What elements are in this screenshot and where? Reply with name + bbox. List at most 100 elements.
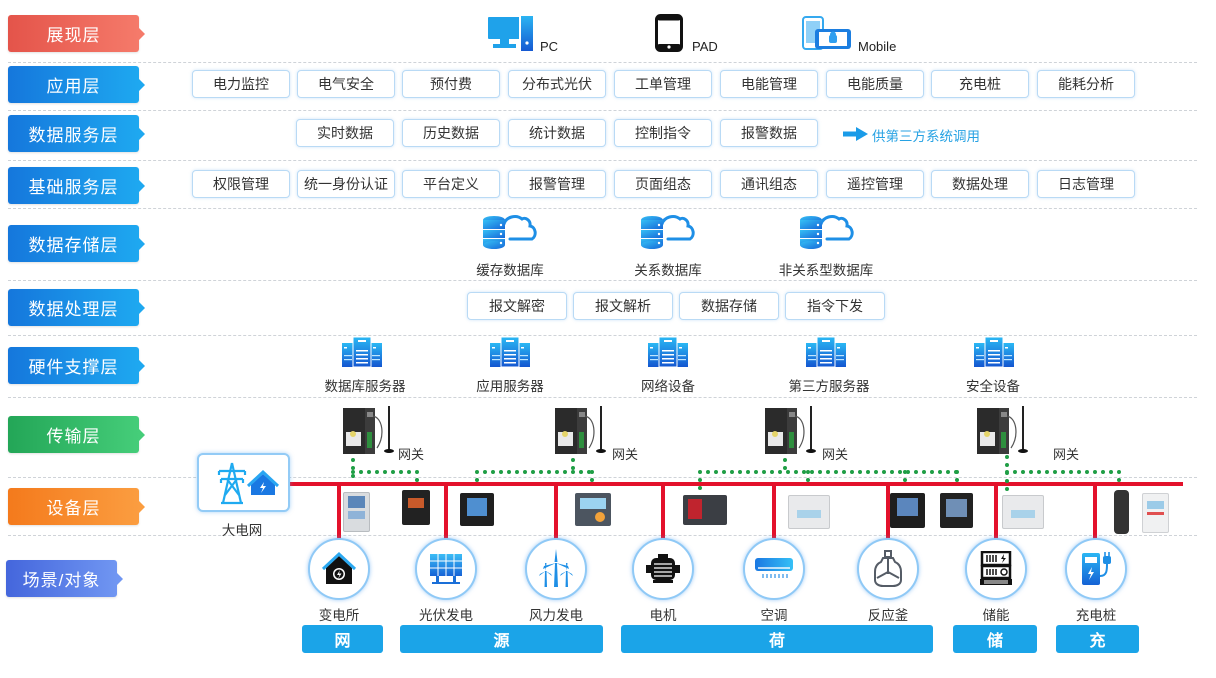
air-conditioner-icon	[755, 558, 793, 578]
mobile-client	[802, 16, 852, 57]
app-item-work-order[interactable]: 工单管理	[614, 70, 712, 98]
hardware-third-party-label: 第三方服务器	[788, 379, 870, 394]
tablet-client	[655, 14, 683, 57]
device-din-meter-2	[1002, 495, 1044, 529]
scene-charging-pile-label: 充电桩	[1075, 608, 1117, 623]
arrow-right-icon	[843, 127, 868, 146]
app-item-electrical-safety[interactable]: 电气安全	[297, 70, 395, 98]
scene-energy-storage-label: 储能	[982, 608, 1010, 623]
app-item-energy-management[interactable]: 电能管理	[720, 70, 818, 98]
layer-label-hardware: 硬件支撑层	[8, 347, 145, 384]
app-item-prepaid[interactable]: 预付费	[402, 70, 500, 98]
processing-parse[interactable]: 报文解析	[573, 292, 673, 320]
base-service-permission[interactable]: 权限管理	[192, 170, 290, 198]
power-grid-label: 大电网	[221, 523, 263, 538]
base-service-alarm[interactable]: 报警管理	[508, 170, 606, 198]
power-drop-line	[554, 484, 558, 542]
processing-dispatch[interactable]: 指令下发	[785, 292, 885, 320]
device-meter-4	[890, 493, 925, 528]
layer-divider	[8, 62, 1197, 63]
scene-motor-label: 电机	[649, 608, 677, 623]
scene-air-conditioner[interactable]	[743, 538, 805, 600]
layer-divider	[8, 535, 1197, 536]
layer-label-application: 应用层	[8, 66, 145, 103]
device-meter-1	[460, 493, 494, 526]
scene-charging-pile[interactable]	[1065, 538, 1127, 600]
scene-motor[interactable]	[632, 538, 694, 600]
tablet-label: PAD	[692, 39, 718, 54]
scene-solar[interactable]	[415, 538, 477, 600]
hardware-app-server-label: 应用服务器	[476, 379, 544, 394]
storage-cache-db-label: 缓存数据库	[476, 263, 544, 278]
device-charging-gun	[1114, 490, 1129, 534]
power-drop-line	[444, 484, 448, 542]
base-service-log[interactable]: 日志管理	[1037, 170, 1135, 198]
power-drop-line	[1093, 484, 1097, 542]
layer-label-transmission: 传输层	[8, 416, 145, 453]
comm-link-2	[475, 458, 594, 490]
category-charging: 充	[1056, 625, 1139, 653]
processing-store[interactable]: 数据存储	[679, 292, 779, 320]
solar-panel-icon	[430, 554, 462, 584]
base-service-platform[interactable]: 平台定义	[402, 170, 500, 198]
gateway-4-label: 网关	[1053, 447, 1080, 462]
power-drop-line	[337, 484, 341, 542]
device-prepaid-meter	[1142, 493, 1169, 533]
app-item-power-monitoring[interactable]: 电力监控	[192, 70, 290, 98]
comm-link-1	[351, 458, 419, 490]
third-party-note: 供第三方系统调用	[872, 129, 980, 144]
base-service-remote-control[interactable]: 遥控管理	[826, 170, 924, 198]
device-meter-5	[940, 493, 973, 528]
app-item-charging-pile[interactable]: 充电桩	[931, 70, 1029, 98]
app-item-power-quality[interactable]: 电能质量	[826, 70, 924, 98]
data-service-realtime[interactable]: 实时数据	[296, 119, 394, 147]
base-service-page-config[interactable]: 页面组态	[614, 170, 712, 198]
base-service-identity[interactable]: 统一身份认证	[297, 170, 395, 198]
layer-label-scene: 场景/对象	[6, 560, 123, 597]
category-storage: 储	[953, 625, 1037, 653]
category-load: 荷	[621, 625, 933, 653]
data-service-statistics[interactable]: 统计数据	[508, 119, 606, 147]
app-item-distributed-pv[interactable]: 分布式光伏	[508, 70, 606, 98]
data-service-history[interactable]: 历史数据	[402, 119, 500, 147]
power-drop-line	[661, 484, 665, 542]
data-service-control[interactable]: 控制指令	[614, 119, 712, 147]
base-service-comm-config[interactable]: 通讯组态	[720, 170, 818, 198]
scene-energy-storage[interactable]	[965, 538, 1027, 600]
device-monitor-black	[402, 490, 430, 525]
device-meter-2	[575, 493, 611, 526]
storage-relational-db-label: 关系数据库	[634, 263, 702, 278]
processing-decrypt[interactable]: 报文解密	[467, 292, 567, 320]
layer-label-data-processing: 数据处理层	[8, 289, 145, 326]
scene-wind[interactable]	[525, 538, 587, 600]
hardware-db-server-label: 数据库服务器	[324, 379, 406, 394]
power-grid-box	[197, 453, 290, 512]
base-service-data-processing[interactable]: 数据处理	[931, 170, 1029, 198]
scene-substation-label: 变电所	[318, 608, 360, 623]
layer-divider	[8, 160, 1197, 161]
layer-divider	[8, 397, 1197, 398]
app-item-energy-analysis[interactable]: 能耗分析	[1037, 70, 1135, 98]
motor-icon	[646, 554, 680, 583]
scene-wind-label: 风力发电	[529, 608, 583, 623]
gateway-1-label: 网关	[398, 447, 425, 462]
wind-turbine-icon	[539, 549, 573, 587]
scene-reactor[interactable]	[857, 538, 919, 600]
power-bus-line	[290, 482, 1183, 486]
power-grid-icon	[217, 462, 280, 505]
scene-reactor-label: 反应釜	[867, 608, 909, 623]
layer-divider	[8, 477, 1197, 478]
layer-divider	[8, 335, 1197, 336]
data-service-alarm[interactable]: 报警数据	[720, 119, 818, 147]
comm-link-3	[698, 458, 959, 497]
gateway-3-label: 网关	[822, 447, 849, 462]
pc-client	[488, 16, 534, 57]
mobile-label: Mobile	[858, 39, 897, 54]
scene-air-conditioner-label: 空调	[760, 608, 788, 623]
scene-substation[interactable]	[308, 538, 370, 600]
layer-divider	[8, 280, 1197, 281]
gateway-2-label: 网关	[612, 447, 639, 462]
device-protection-relay	[343, 492, 370, 532]
tablet-icon	[655, 14, 683, 52]
